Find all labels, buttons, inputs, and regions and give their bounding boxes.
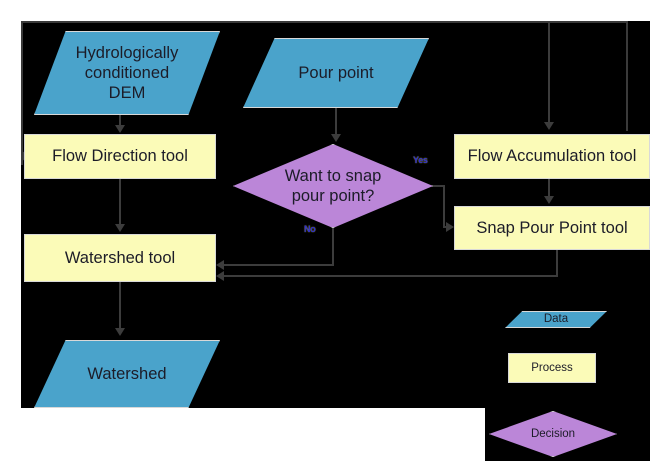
edge-label-no: No: [304, 224, 316, 234]
arrowhead-decision-no: [216, 260, 224, 270]
node-label: Hydrologically conditioned DEM: [75, 43, 179, 103]
connector-decision-no-h: [222, 264, 334, 266]
node-hydrologically-conditioned-dem[interactable]: Hydrologically conditioned DEM: [34, 31, 220, 115]
backdrop-border-right: [626, 21, 628, 131]
node-label: Pour point: [298, 63, 374, 82]
arrowhead-flowdir-to-watershedtool: [115, 224, 125, 232]
connector-decision-no-v: [332, 228, 334, 266]
node-watershed-tool[interactable]: Watershed tool: [24, 234, 216, 282]
backdrop-border-left: [21, 21, 23, 165]
backdrop-border-top: [21, 21, 628, 23]
connector-flowdir-to-watershedtool: [119, 179, 121, 225]
arrowhead-pourpoint-to-decision: [331, 134, 341, 142]
arrowhead-top-to-flowacc: [544, 122, 554, 130]
node-label: Want to snap pour point?: [284, 166, 382, 205]
connector-snap-to-watershedtool-h: [222, 275, 558, 277]
legend-label: Process: [531, 361, 573, 374]
connector-flowacc-to-snap: [548, 179, 550, 197]
edge-label-yes: Yes: [413, 155, 428, 165]
node-watershed[interactable]: Watershed: [34, 340, 220, 408]
node-label: Watershed tool: [64, 248, 176, 267]
connector-decision-yes-v: [443, 185, 445, 227]
connector-decision-yes-h: [431, 185, 445, 187]
node-pour-point[interactable]: Pour point: [243, 38, 429, 108]
arrowhead-snap-to-watershedtool: [216, 271, 224, 281]
node-flow-direction-tool[interactable]: Flow Direction tool: [24, 134, 216, 179]
arrowhead-flowacc-to-snap: [544, 196, 554, 204]
arrowhead-dem-to-flowdir: [115, 125, 125, 133]
legend-item-data: Data: [505, 311, 607, 328]
node-label: Flow Accumulation tool: [467, 147, 637, 166]
node-label: Flow Direction tool: [52, 147, 188, 166]
arrowhead-watershedtool-to-watershed: [115, 328, 125, 336]
legend-item-process: Process: [508, 353, 596, 383]
node-label: Snap Pour Point tool: [476, 218, 628, 237]
node-flow-accumulation-tool[interactable]: Flow Accumulation tool: [454, 134, 650, 179]
connector-top-to-flowacc: [548, 22, 550, 123]
connector-pourpoint-to-decision: [335, 108, 337, 136]
arrowhead-decision-yes: [446, 222, 454, 232]
connector-snap-to-watershedtool-v: [556, 250, 558, 277]
legend-label: Data: [543, 313, 569, 326]
legend-label: Decision: [530, 427, 576, 440]
connector-watershedtool-to-watershed: [119, 282, 121, 329]
node-snap-pour-point-tool[interactable]: Snap Pour Point tool: [454, 206, 650, 250]
node-label: Watershed: [87, 364, 167, 383]
connector-dem-to-flowdir: [119, 115, 121, 127]
